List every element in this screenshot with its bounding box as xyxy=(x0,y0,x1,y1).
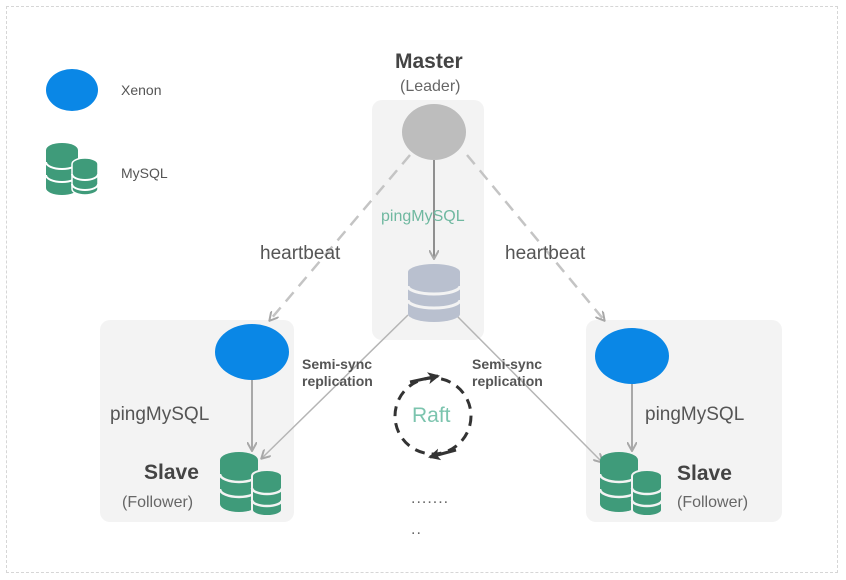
master-ping-label: pingMySQL xyxy=(381,208,465,225)
legend-xenon-label: Xenon xyxy=(121,82,162,98)
semi-sync-right-arrow xyxy=(455,314,602,462)
master-mysql-icon xyxy=(406,264,462,322)
slave-right-xenon-node xyxy=(595,328,669,384)
master-subtitle: (Leader) xyxy=(400,78,461,95)
diagram-frame xyxy=(6,6,838,573)
legend-xenon-icon xyxy=(46,69,98,111)
slave-left-mysql-icon xyxy=(218,452,284,517)
semi-sync-left-line2: replication xyxy=(302,373,373,389)
semi-sync-right-label: Semi-sync replication xyxy=(472,356,543,390)
raft-cycle-icon xyxy=(393,372,473,461)
heartbeat-left-label: heartbeat xyxy=(260,243,341,264)
legend-mysql-icon xyxy=(45,143,99,196)
slave-right-mysql-icon xyxy=(598,452,664,517)
more-nodes-ellipsis-1: ....... xyxy=(411,490,450,507)
semi-sync-right-line2: replication xyxy=(472,373,543,389)
slave-right-ping-label: pingMySQL xyxy=(645,404,745,425)
semi-sync-left-arrow xyxy=(262,314,409,458)
master-xenon-node xyxy=(402,104,466,160)
slave-left-ping-label: pingMySQL xyxy=(110,404,210,425)
slave-left-title: Slave xyxy=(144,461,199,484)
semi-sync-left-label: Semi-sync replication xyxy=(302,356,373,390)
more-nodes-ellipsis-2: .. xyxy=(411,521,422,538)
heartbeat-right-label: heartbeat xyxy=(505,243,586,264)
slave-left-xenon-node xyxy=(215,324,289,380)
slave-right-title: Slave xyxy=(677,462,732,485)
semi-sync-right-line1: Semi-sync xyxy=(472,356,543,372)
legend-mysql-label: MySQL xyxy=(121,165,168,181)
heartbeat-left-arrow xyxy=(270,154,411,320)
heartbeat-right-arrow xyxy=(466,154,604,320)
raft-label: Raft xyxy=(412,404,451,427)
slave-right-subtitle: (Follower) xyxy=(677,494,749,511)
semi-sync-left-line1: Semi-sync xyxy=(302,356,373,372)
slave-left-subtitle: (Follower) xyxy=(122,494,194,511)
master-title: Master xyxy=(395,50,463,73)
